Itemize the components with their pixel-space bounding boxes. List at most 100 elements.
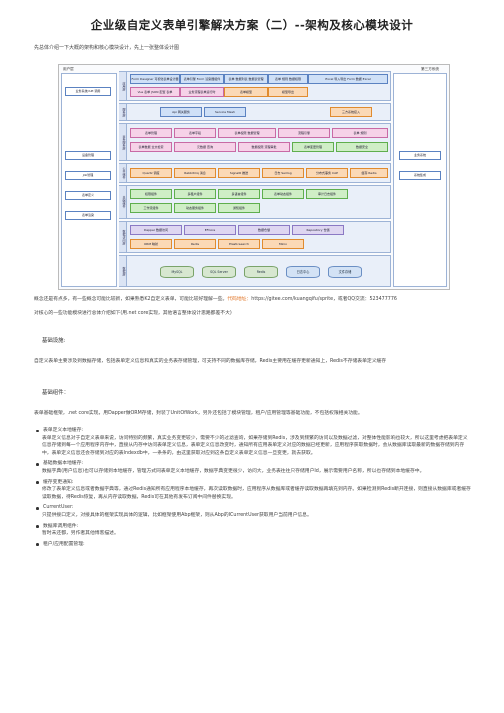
right-column-header: 第三方系统 [421, 67, 439, 71]
lane-box: 日志 Serilog [262, 168, 304, 178]
database-cylinder: 文件存储 [328, 266, 362, 278]
code-link-label[interactable]: 代码地址： [227, 297, 252, 302]
paragraph-1-tail: ，或者QQ交流：523477776 [333, 297, 397, 302]
lane-box: EFCore [184, 225, 236, 235]
bullet-item: 基础数据本地缓存: [34, 460, 472, 468]
lane-box: 缓存 Redis [350, 168, 388, 178]
lane-box: 三方系统接入 [330, 107, 372, 117]
lane-box: 表单 规则 [332, 128, 388, 138]
lane-box: 多语言组件 [218, 189, 260, 199]
bullet-item: 缓存变更通知: [34, 479, 472, 487]
lane-label: 应用层 [119, 72, 127, 100]
lane-label: 数据层 [119, 256, 127, 286]
left-box-device: 设备管理 [65, 151, 111, 160]
lane-box: Minio [262, 239, 304, 249]
lane-box: Dapper 数据访问 [130, 225, 182, 235]
lane-data-access: 数据访问层 Dapper 数据访问 EFCore 数据仓储 Repository… [119, 221, 391, 253]
lane-box: 表单模型 [224, 87, 268, 97]
lane-box: Repository 仓储 [292, 225, 344, 235]
bullet-body: 只提供接口定义，对接具体的框架实现具体的逻辑，比如框架使用Abp框架，则从Abp… [42, 512, 312, 518]
bullet-title: 表单定义本地缓存: [43, 428, 83, 433]
lane-business-service: 业务服务层 表单管理 表单字段 表单权限 数据管理 流程引擎 表单 规则 表单数… [119, 123, 391, 161]
bullet-title: 租户/应用配置管理: [43, 541, 85, 547]
lane-box: 表单权限 数据管理 [218, 128, 276, 138]
section-text-infrastructure: 自定义表单主要涉及到数据存储，包括表单定义信息和真实的业务表存储管理，可支持不同… [34, 359, 387, 364]
lane-box: 表单 数据列表 数据表管理 [224, 74, 268, 84]
bullet-body: 表单定义信息对于自定义表单来说，访问特别的频繁，真实业务变更较少，需要不少的过滤… [42, 435, 468, 456]
left-box-form-define: 表单定义 [65, 191, 111, 200]
lane-box: 表单 规则 数据权限 [268, 74, 308, 84]
lane-box: 表单管理 [130, 128, 172, 138]
lane-base-components: 基础组件 权限组件 多租户组件 多语言组件 表单动态组件 审计日志组件 工作流组… [119, 185, 391, 219]
lane-data: 数据层 MySQL SQL Server Redis 日志中心 文件存储 [119, 255, 391, 287]
lane-common-components: 公共组件 Quartz 调度 Rabbitmq 消息 SignalR 推送 日志… [119, 163, 391, 183]
bullet-item: 表单定义本地缓存: [34, 427, 472, 435]
lane-box: 通知组件 [218, 203, 260, 213]
bullet-item: 租户/应用配置管理: [34, 541, 472, 549]
database-cylinder: SQL Server [202, 266, 236, 278]
lane-label: 基础组件 [119, 186, 127, 218]
paragraph-2: 对核心的一些功能模块进行总体介绍如下(用.net core实现，其他语言整体设计… [34, 310, 232, 316]
lane-label: 业务服务层 [119, 124, 127, 160]
lane-box: 数据仓储 [238, 225, 290, 235]
database-cylinder: MySQL [160, 266, 194, 278]
bullet-item: 数据库调用组件: [34, 523, 472, 531]
lane-box: 业务流程表单运行时 [180, 87, 224, 97]
lane-box: Quartz 调度 [130, 168, 172, 178]
lane-label: 服务层 [119, 104, 127, 120]
bullet-body: 修改了表单定义信息或者数据字典等，通过Redis通知所有应用程序本地缓存，再次读… [42, 487, 471, 500]
left-column-header: 用户层 [63, 67, 74, 71]
lane-box: 表单变更管理 [292, 142, 334, 152]
section-title-components: 基础组件： [42, 390, 69, 396]
bullet-title: 数据库调用组件: [43, 523, 79, 529]
lane-box: ORM 映射 [130, 239, 172, 249]
bullet-list: 表单定义本地缓存: 表单定义信息对于自定义表单来说，访问特别的频繁，真实业务变更… [34, 424, 472, 548]
lane-box: 元数据 查询 [174, 142, 236, 152]
lane-box: 模型导出 [268, 87, 308, 97]
lane-box: Vue 表单 JSON 配置 表单 [130, 87, 180, 97]
lane-service: 服务层 Api 网关服务 Service Mesh 三方系统接入 [119, 103, 391, 121]
left-user-frame [61, 73, 117, 287]
right-system-frame [393, 73, 447, 287]
bullet-body: 数据字典(用户信息)也可以存储到本地缓存，管理方式同表单定义本地缓存，数据字典变… [42, 468, 425, 474]
architecture-diagram: 用户层 第三方系统 业务系统/API 调用 设备管理 Job管理 表单定义 表单… [58, 64, 450, 290]
lane-box: 工作流组件 [130, 203, 172, 213]
code-url[interactable]: https://gitee.com/kuangqifu/sprite [251, 297, 334, 302]
lane-box: 表单字段 [174, 128, 216, 138]
bullet-item: CurrentUser: [34, 504, 472, 512]
paragraph-1-text: 概念还是有点多，有一些概念可能比较新，如果熟悉K2自定义表单，可能比较好理解一些… [34, 297, 228, 302]
right-box-integration: 系统集成 [399, 171, 441, 180]
lane-box: 审计日志组件 [306, 189, 348, 199]
lane-box: 表单引擎 Form 渲染器组件 [180, 74, 224, 84]
bullet-title: 基础数据本地缓存: [43, 461, 83, 467]
lane-box: 表单动态组件 [262, 189, 304, 199]
right-box-business: 业务系统 [399, 151, 441, 160]
left-box-api: 业务系统/API 调用 [65, 87, 111, 96]
lane-box: 权限组件 [130, 189, 172, 199]
lane-box: 分布式事务 CAP [306, 168, 348, 178]
lane-box: SignalR 推送 [218, 168, 260, 178]
database-cylinder: Redis [244, 266, 278, 278]
lane-box: Api 网关服务 [160, 107, 202, 117]
lane-box: Rabbitmq 消息 [174, 168, 216, 178]
bullet-title: CurrentUser: [43, 505, 74, 511]
lane-application: 应用层 Form Designer 可视化表单设计器 表单引擎 Form 渲染器… [119, 71, 391, 101]
bullet-body: 暂时未还都，另作者其他博客描述。 [42, 531, 119, 537]
lane-box: 多租户组件 [174, 189, 216, 199]
lane-box: 表单数据 全文检索 [130, 142, 172, 152]
lane-box: Redis [174, 239, 216, 249]
paragraph-1: 概念还是有点多，有一些概念可能比较新，如果熟悉K2自定义表单，可能比较好理解一些… [34, 296, 472, 304]
left-box-form-render: 表单渲染 [65, 211, 111, 220]
lane-box: Excel 导入导出 Form 数据 Excel [308, 74, 388, 84]
database-cylinder: 日志中心 [286, 266, 320, 278]
lane-box: 动态服务组件 [174, 203, 216, 213]
page-title: 企业级自定义表单引擎解决方案（二）--架构及核心模块设计 [90, 18, 414, 32]
lane-box: 流程引擎 [278, 128, 330, 138]
left-box-job: Job管理 [65, 171, 111, 180]
lane-box: Service Mesh [204, 107, 246, 117]
lane-label: 公共组件 [119, 164, 127, 182]
bullet-title: 缓存变更通知: [43, 479, 74, 485]
section-title-infrastructure: 基础设施: [42, 338, 66, 344]
lane-box: Form Designer 可视化表单设计器 [130, 74, 180, 84]
